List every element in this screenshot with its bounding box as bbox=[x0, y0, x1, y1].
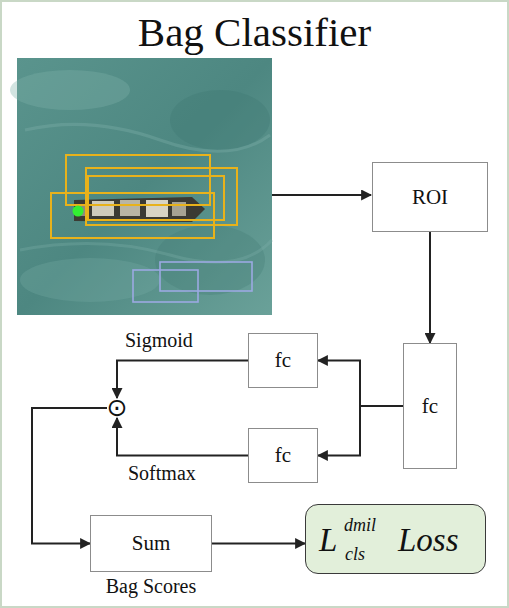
bag-scores-label: Bag Scores bbox=[106, 575, 197, 598]
connector-arrow bbox=[117, 418, 248, 456]
point-annotation bbox=[73, 206, 84, 217]
node-label: ⊙ bbox=[107, 398, 128, 418]
elementwise-product: ⊙ bbox=[107, 398, 127, 418]
ship bbox=[74, 197, 205, 222]
proposal-boxes bbox=[51, 155, 237, 238]
connector-arrow bbox=[429, 232, 431, 343]
fc-layer-box: fc bbox=[403, 343, 457, 469]
superscript: dmil bbox=[344, 516, 376, 534]
sum-box: SumBag Scores bbox=[90, 515, 212, 572]
negative-boxes bbox=[133, 262, 252, 302]
subscript: cls bbox=[345, 545, 365, 563]
connector-arrow bbox=[212, 543, 305, 545]
sum-label: Sum bbox=[132, 531, 171, 556]
connector-arrow bbox=[318, 361, 403, 407]
edge-label: Sigmoid bbox=[125, 329, 193, 352]
fc-layer-box: fc bbox=[248, 333, 318, 388]
edge-label: Softmax bbox=[128, 462, 196, 485]
node-label: ROI bbox=[412, 185, 448, 210]
satellite-image bbox=[10, 58, 272, 315]
image-to-roi-arrow bbox=[272, 194, 371, 196]
connector-arrow bbox=[318, 406, 403, 456]
connector-arrow bbox=[117, 361, 248, 399]
node-label: fc bbox=[275, 443, 291, 468]
fc-layer-box: fc bbox=[248, 428, 318, 483]
loss-box: Ldmil cls Loss bbox=[305, 504, 486, 574]
loss-symbol: L bbox=[319, 524, 337, 557]
node-label: fc bbox=[275, 348, 291, 373]
node-label: fc bbox=[422, 394, 438, 419]
loss-label: Loss bbox=[398, 524, 459, 557]
diagram-title: Bag Classifier bbox=[0, 8, 509, 56]
roi-box: ROI bbox=[372, 162, 488, 232]
